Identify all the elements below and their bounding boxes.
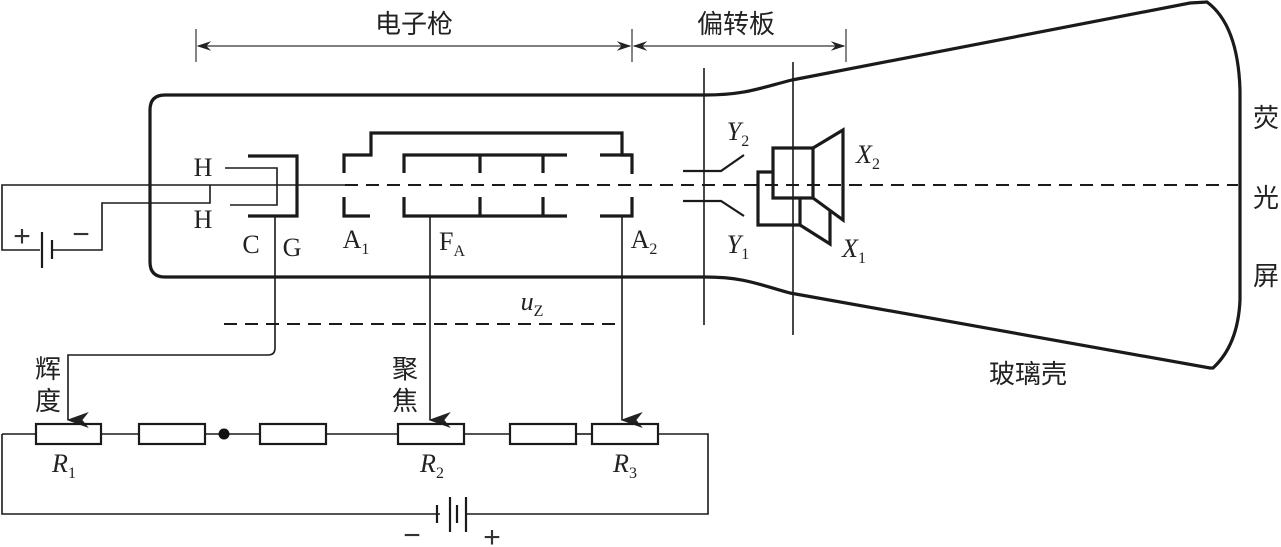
y2-label: Y2 <box>727 117 749 150</box>
uz-label: uZ <box>521 287 544 320</box>
screen-label-1: 荧 <box>1253 104 1279 134</box>
x-deflection-plates <box>756 127 845 247</box>
r3-label: R3 <box>612 449 637 482</box>
junction-dot <box>218 428 230 440</box>
resistor-fixed-1 <box>137 422 207 446</box>
y-deflection-plates <box>683 154 745 217</box>
glass-shell-label: 玻璃壳 <box>989 360 1067 390</box>
filament-label-bottom: H <box>194 205 213 234</box>
focus-anode <box>402 153 567 428</box>
brightness-label-2: 度 <box>35 387 61 417</box>
control-grid <box>66 154 299 428</box>
focus-label-2: 焦 <box>392 387 418 417</box>
deflection-plates-dimension: 偏转板 <box>632 10 847 62</box>
resistor-r1[interactable] <box>34 422 103 446</box>
x2-label: X2 <box>855 140 880 173</box>
r2-label: R2 <box>419 449 444 482</box>
anode-2-label: A2 <box>631 225 658 258</box>
resistor-r3[interactable] <box>590 422 660 446</box>
filament-label-top: H <box>194 153 213 182</box>
cathode-label: C <box>242 230 259 259</box>
resistor-chain <box>1 422 709 515</box>
filament-battery-minus: − <box>72 218 90 251</box>
main-battery-plus: + <box>483 521 501 547</box>
brightness-label-1: 辉 <box>35 355 61 385</box>
focus-label-1: 聚 <box>392 355 418 385</box>
anode-1-label: A1 <box>343 225 370 258</box>
resistor-fixed-3 <box>508 422 578 446</box>
main-battery: − + <box>403 497 501 547</box>
y1-label: Y1 <box>727 230 749 263</box>
deflection-plates-label: 偏转板 <box>697 10 775 40</box>
filament-battery-plus: + <box>13 220 31 253</box>
filament-circuit: + − <box>1 184 150 268</box>
anode-1 <box>342 131 634 218</box>
focus-anode-label: FA <box>439 227 465 260</box>
main-battery-minus: − <box>403 519 421 547</box>
r1-label: R1 <box>51 449 76 482</box>
screen-label-2: 光 <box>1253 184 1279 214</box>
resistor-r2[interactable] <box>396 422 466 446</box>
resistor-fixed-2 <box>258 422 328 446</box>
heater-filament <box>150 167 278 206</box>
electron-gun-dimension: 电子枪 <box>195 10 633 62</box>
electron-gun-label: 电子枪 <box>375 10 453 40</box>
anode-2 <box>600 153 643 428</box>
glass-shell <box>148 0 1242 370</box>
grid-label: G <box>283 233 302 262</box>
x1-label: X1 <box>841 234 866 267</box>
screen-label-3: 屏 <box>1253 262 1279 292</box>
